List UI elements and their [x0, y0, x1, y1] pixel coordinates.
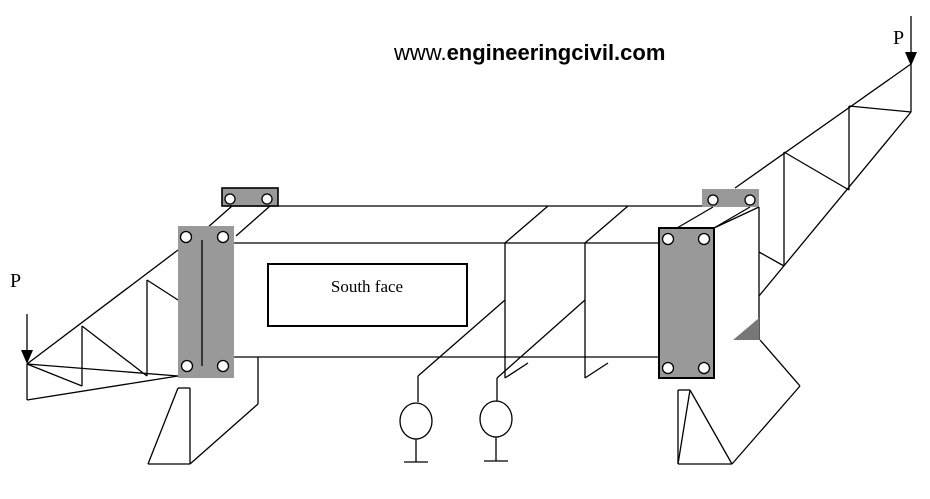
- right-support: [677, 339, 801, 465]
- right-load-label: P: [893, 27, 904, 49]
- left-support: [147, 357, 259, 465]
- left-end-plate: [178, 226, 234, 378]
- left-load-arrow: [21, 314, 33, 364]
- right-load-arrow: [905, 16, 917, 66]
- left-load-label: P: [10, 270, 21, 292]
- right-plate-shadow: [733, 318, 759, 340]
- website-watermark: www.engineeringcivil.com: [393, 40, 665, 65]
- beam-body: [197, 205, 755, 379]
- right-loading-truss: [734, 63, 912, 297]
- south-face-box: [267, 263, 468, 327]
- top-left-end-plate: [221, 187, 279, 207]
- dial-gauge-left: [399, 299, 506, 463]
- left-loading-truss: [26, 249, 179, 401]
- dial-gauge-right: [479, 299, 586, 462]
- watermark-domain: engineeringcivil.com: [447, 40, 666, 65]
- watermark-prefix: www.: [393, 40, 447, 65]
- right-end-plate: [658, 206, 760, 379]
- top-right-end-plate: [676, 189, 759, 229]
- south-face-label: South face: [331, 277, 403, 296]
